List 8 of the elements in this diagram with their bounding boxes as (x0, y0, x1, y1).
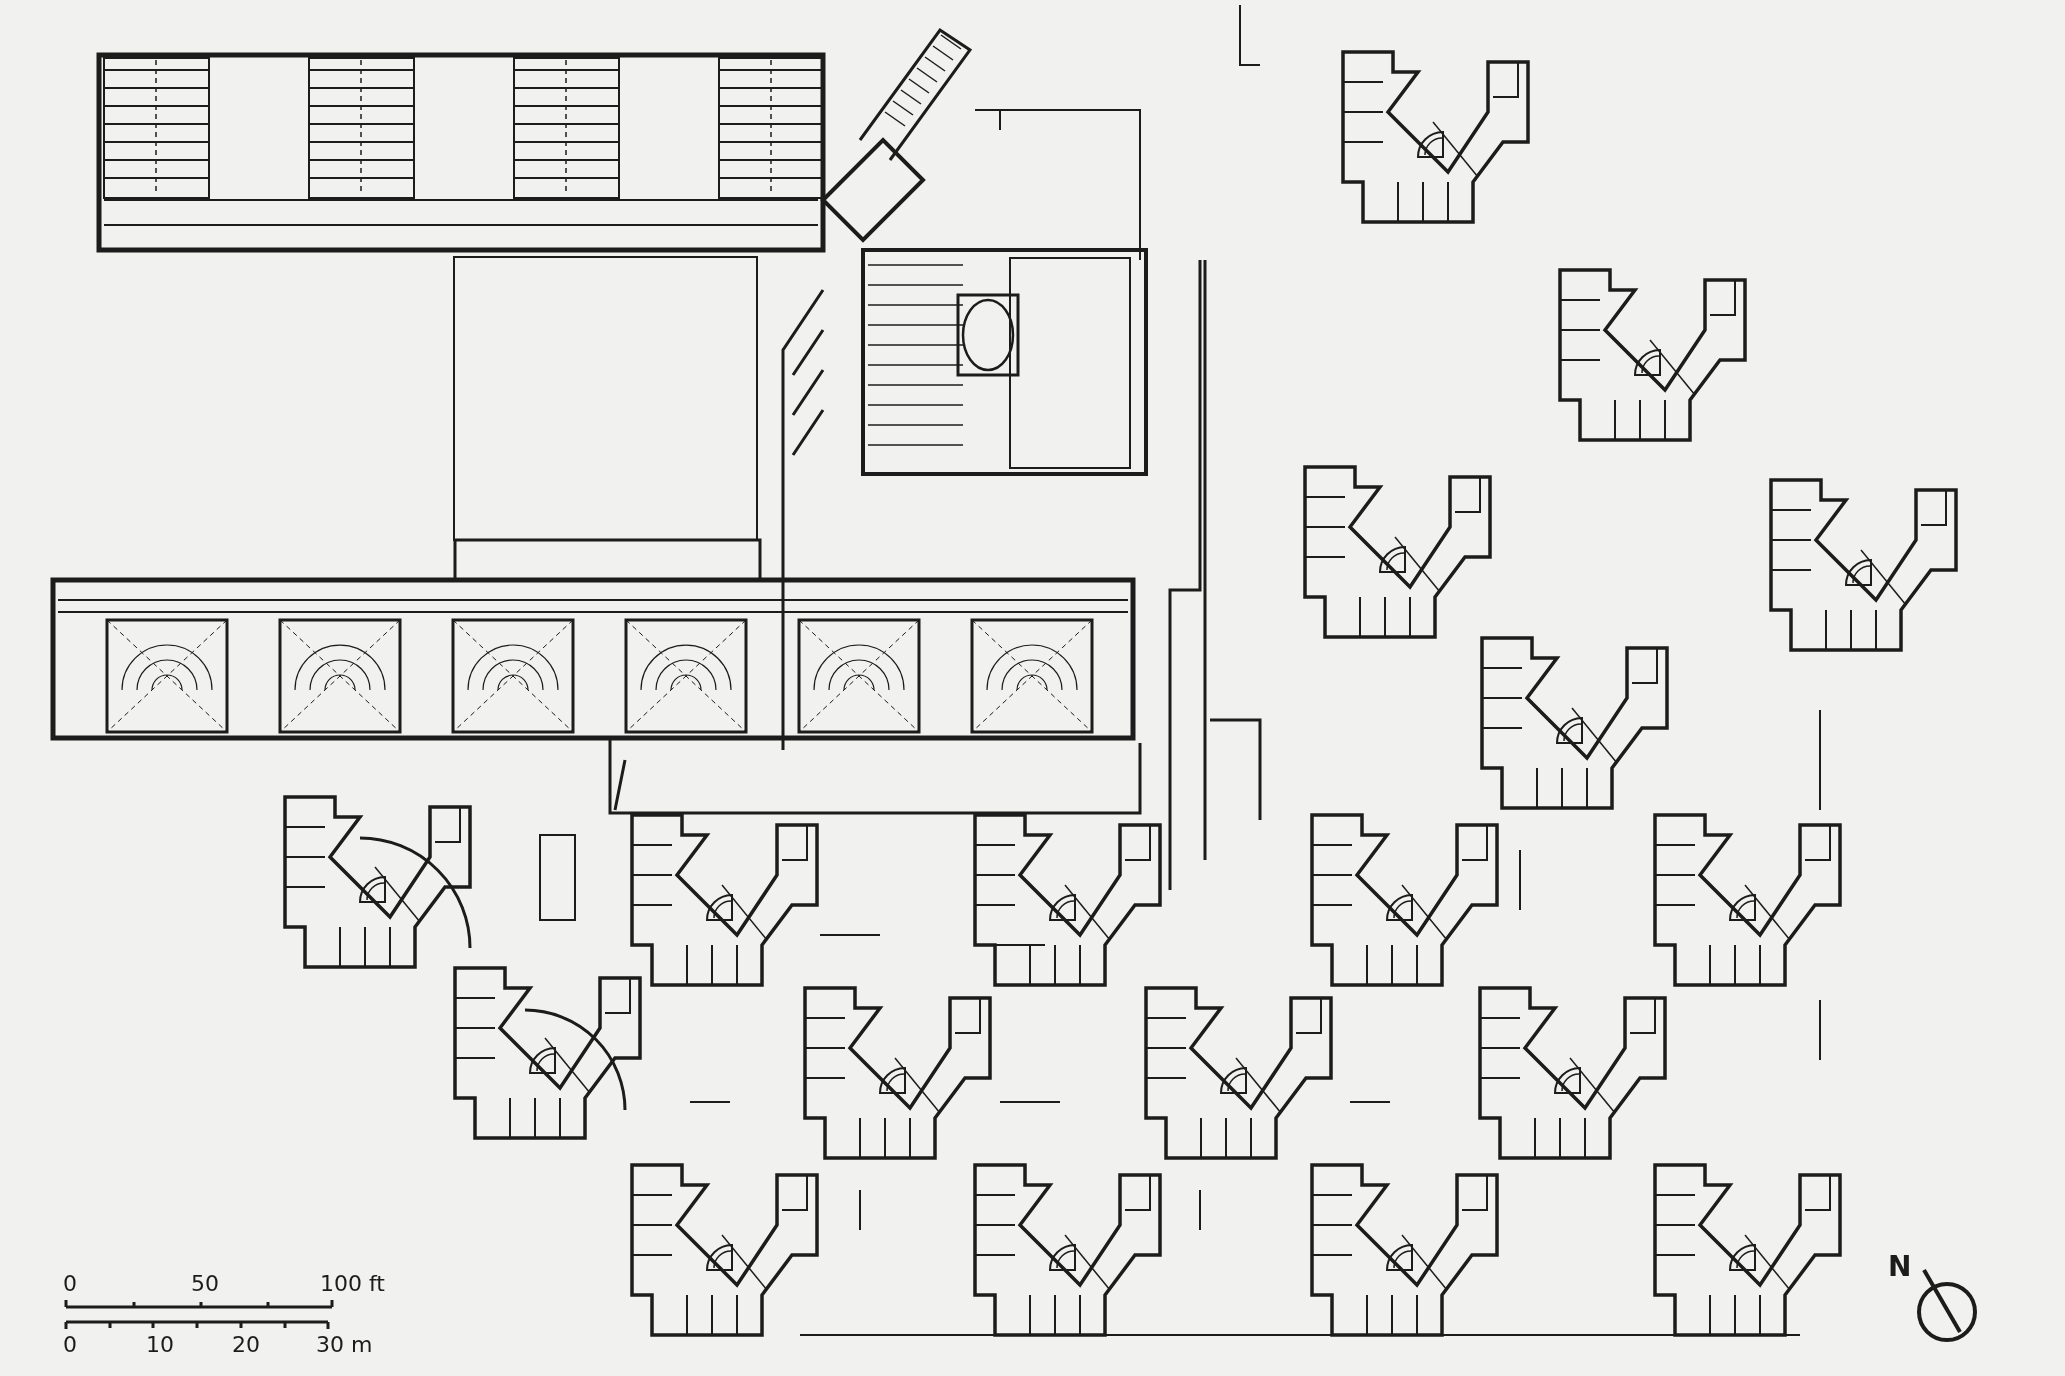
scale-label: 0 (63, 1272, 77, 1296)
scale-label: 30 m (316, 1333, 373, 1357)
north-label: N (1888, 1255, 1912, 1279)
scale-label: 0 (63, 1333, 77, 1357)
scale-label: 10 (146, 1333, 174, 1357)
scale-label: 50 (191, 1272, 219, 1296)
scale-label: 20 (232, 1333, 260, 1357)
scale-label: 100 ft (320, 1272, 385, 1296)
